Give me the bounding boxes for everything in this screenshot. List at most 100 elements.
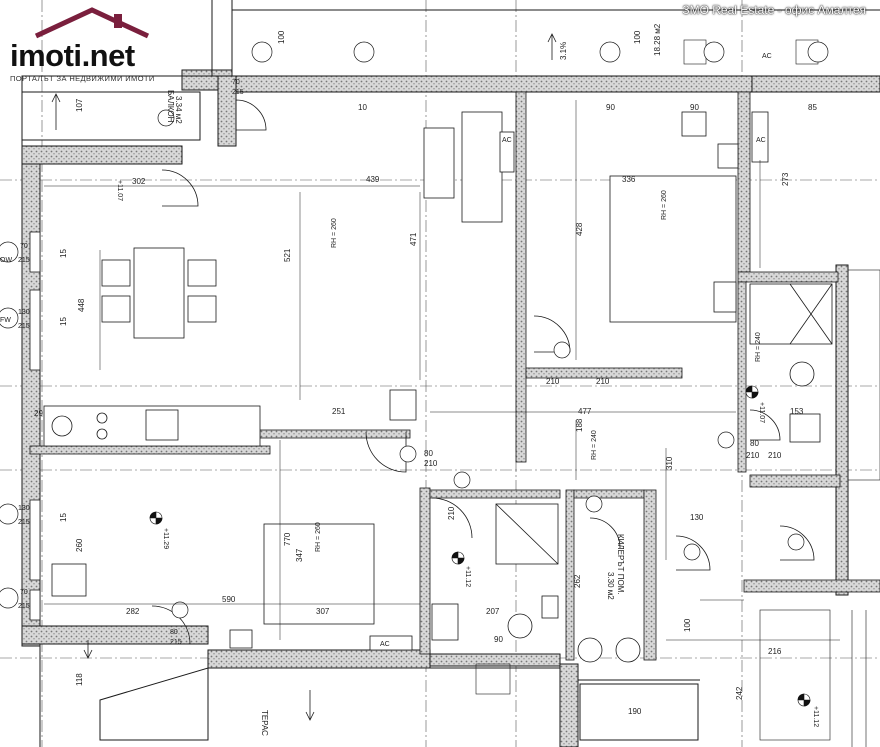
dim-living-rh: RH = 260 bbox=[331, 218, 338, 248]
dimension-lines bbox=[44, 100, 840, 641]
misc-90b: 90 bbox=[690, 103, 699, 112]
living-furniture bbox=[423, 111, 515, 223]
balcony-outlines bbox=[21, 0, 880, 747]
dim-right-242: 242 bbox=[735, 686, 744, 700]
dim-living-448: 448 bbox=[77, 298, 86, 312]
elev-4: +11.07 bbox=[758, 402, 765, 423]
agency-watermark: ЗМО Real Estate - офис Амалтея bbox=[682, 3, 866, 17]
arrow-markers bbox=[51, 33, 557, 721]
ac-tag-2: AC bbox=[756, 137, 766, 144]
dim-bed1-210: 210 bbox=[546, 377, 560, 386]
dim-living-302: 302 bbox=[132, 177, 146, 186]
win-tag-1b: 215 bbox=[18, 257, 30, 264]
misc-90a: 90 bbox=[606, 103, 615, 112]
dim-living-521: 521 bbox=[283, 248, 292, 262]
dim-bed1-336: 336 bbox=[622, 175, 636, 184]
dim-bed2-770: 770 bbox=[283, 532, 292, 546]
dim-bath1-210: 210 bbox=[746, 451, 760, 460]
ac-tag-3: AC bbox=[380, 641, 390, 648]
kitchen-counter bbox=[43, 389, 417, 447]
dim-top-2: 100 bbox=[633, 30, 642, 44]
elev-5: +11.12 bbox=[812, 706, 819, 727]
ac-tag-1: AC bbox=[502, 137, 512, 144]
balcony-label: БАЛКОН bbox=[166, 90, 175, 123]
dim-bed1-rh: RH = 260 bbox=[661, 190, 668, 220]
dim-living-471: 471 bbox=[409, 232, 418, 246]
dim-bath2-210: 210 bbox=[447, 506, 456, 520]
misc-29: 29 bbox=[34, 409, 43, 418]
dim-bath2-130: 130 bbox=[690, 513, 704, 522]
dim-living-439: 439 bbox=[366, 175, 380, 184]
win-tag-1a: 70 bbox=[20, 243, 28, 250]
dim-hall-477: 477 bbox=[578, 407, 592, 416]
dim-hall-188: 188 bbox=[575, 418, 584, 432]
dim-bath1-rh: RH = 240 bbox=[755, 332, 762, 362]
dim-right-216: 216 bbox=[768, 647, 782, 656]
balcony-area: 3.34 м2 bbox=[174, 96, 183, 124]
storage-label: КИЛЕРЪТ ПОМ. bbox=[616, 534, 625, 595]
dim-bath2-262: 262 bbox=[573, 574, 582, 588]
dimension-labels: 100 3.1% 100 18.28 м2 302 439 521 471 44… bbox=[59, 23, 804, 716]
windows-left bbox=[29, 231, 41, 621]
dim-top-0: 100 bbox=[277, 30, 286, 44]
bathrooms bbox=[431, 283, 833, 663]
dim-hall-210: 210 bbox=[424, 459, 438, 468]
dining-set bbox=[101, 247, 217, 339]
elevation-labels: +11.07 +11.29 +11.12 +11.07 +11.12 bbox=[116, 180, 819, 727]
logo-word-suffix: .net bbox=[81, 38, 136, 73]
win-tag-3b: 215 bbox=[18, 519, 30, 526]
elev-2: +11.29 bbox=[162, 528, 169, 549]
dim-left-118: 118 bbox=[75, 673, 84, 686]
dim-hall-310: 310 bbox=[665, 456, 674, 470]
dim-top-1: 3.1% bbox=[559, 42, 568, 60]
fw-tag: FW bbox=[0, 317, 11, 324]
elev-1: +11.07 bbox=[116, 180, 123, 201]
bal-tag-b: 215 bbox=[232, 89, 244, 96]
misc-80a: 80 bbox=[424, 449, 433, 458]
section-markers bbox=[0, 41, 829, 619]
win-tag-4b: 215 bbox=[18, 603, 30, 610]
dim-right-100: 100 bbox=[683, 618, 692, 632]
dim-bath2-90: 90 bbox=[494, 635, 503, 644]
bedroom-bed bbox=[609, 111, 769, 323]
bal-tag-c: 80 bbox=[170, 629, 178, 636]
dim-bath1-207: 207 bbox=[486, 607, 500, 616]
logo-word-main: imoti bbox=[10, 38, 82, 73]
bal-tag-d: 215 bbox=[170, 639, 182, 646]
misc-210a: 210 bbox=[768, 451, 782, 460]
dim-left-15c: 15 bbox=[59, 513, 68, 522]
misc-210b: 210 bbox=[596, 377, 610, 386]
ow-tag: OW bbox=[0, 257, 12, 264]
win-tag-2b: 215 bbox=[18, 323, 30, 330]
bedroom2-bed bbox=[51, 523, 413, 651]
interior-walls bbox=[29, 91, 880, 661]
misc-labels: 10 90 90 85 29 80 210 80 210 bbox=[34, 103, 817, 460]
dim-right-273: 273 bbox=[781, 172, 790, 186]
dim-bed2-590: 590 bbox=[222, 595, 236, 604]
house-roof-icon bbox=[34, 7, 150, 39]
misc-10: 10 bbox=[358, 103, 367, 112]
dim-left-15b: 15 bbox=[59, 317, 68, 326]
logo-word: imoti.net bbox=[10, 38, 135, 74]
ac-tag-4: AC bbox=[762, 53, 772, 60]
right-edge-detail bbox=[475, 39, 880, 747]
win-tag-3a: 130 bbox=[18, 505, 30, 512]
door-swings bbox=[151, 99, 815, 645]
elevation-markers bbox=[149, 385, 811, 707]
terrace-label: ТЕРАС bbox=[260, 710, 269, 736]
dim-right-190: 190 bbox=[628, 707, 642, 716]
bal-tag-a: 70 bbox=[232, 79, 240, 86]
elev-3: +11.12 bbox=[464, 566, 471, 587]
dim-bed2-260: 260 bbox=[75, 538, 84, 552]
dim-bed2-rh: RH = 260 bbox=[315, 522, 322, 552]
win-tag-2a: 130 bbox=[18, 309, 30, 316]
dim-living-251: 251 bbox=[332, 407, 346, 416]
logo-tagline: ПОРТАЛЪТ ЗА НЕДВИЖИМИ ИМОТИ bbox=[10, 74, 155, 83]
imoti-logo: imoti.net ПОРТАЛЪТ ЗА НЕДВИЖИМИ ИМОТИ bbox=[8, 6, 208, 86]
dim-left-107: 107 bbox=[75, 98, 84, 112]
dim-top-3: 18.28 м2 bbox=[653, 23, 662, 56]
misc-85: 85 bbox=[808, 103, 817, 112]
dim-bath1-153: 153 bbox=[790, 407, 804, 416]
dim-hall-rh: RH = 240 bbox=[591, 430, 598, 460]
